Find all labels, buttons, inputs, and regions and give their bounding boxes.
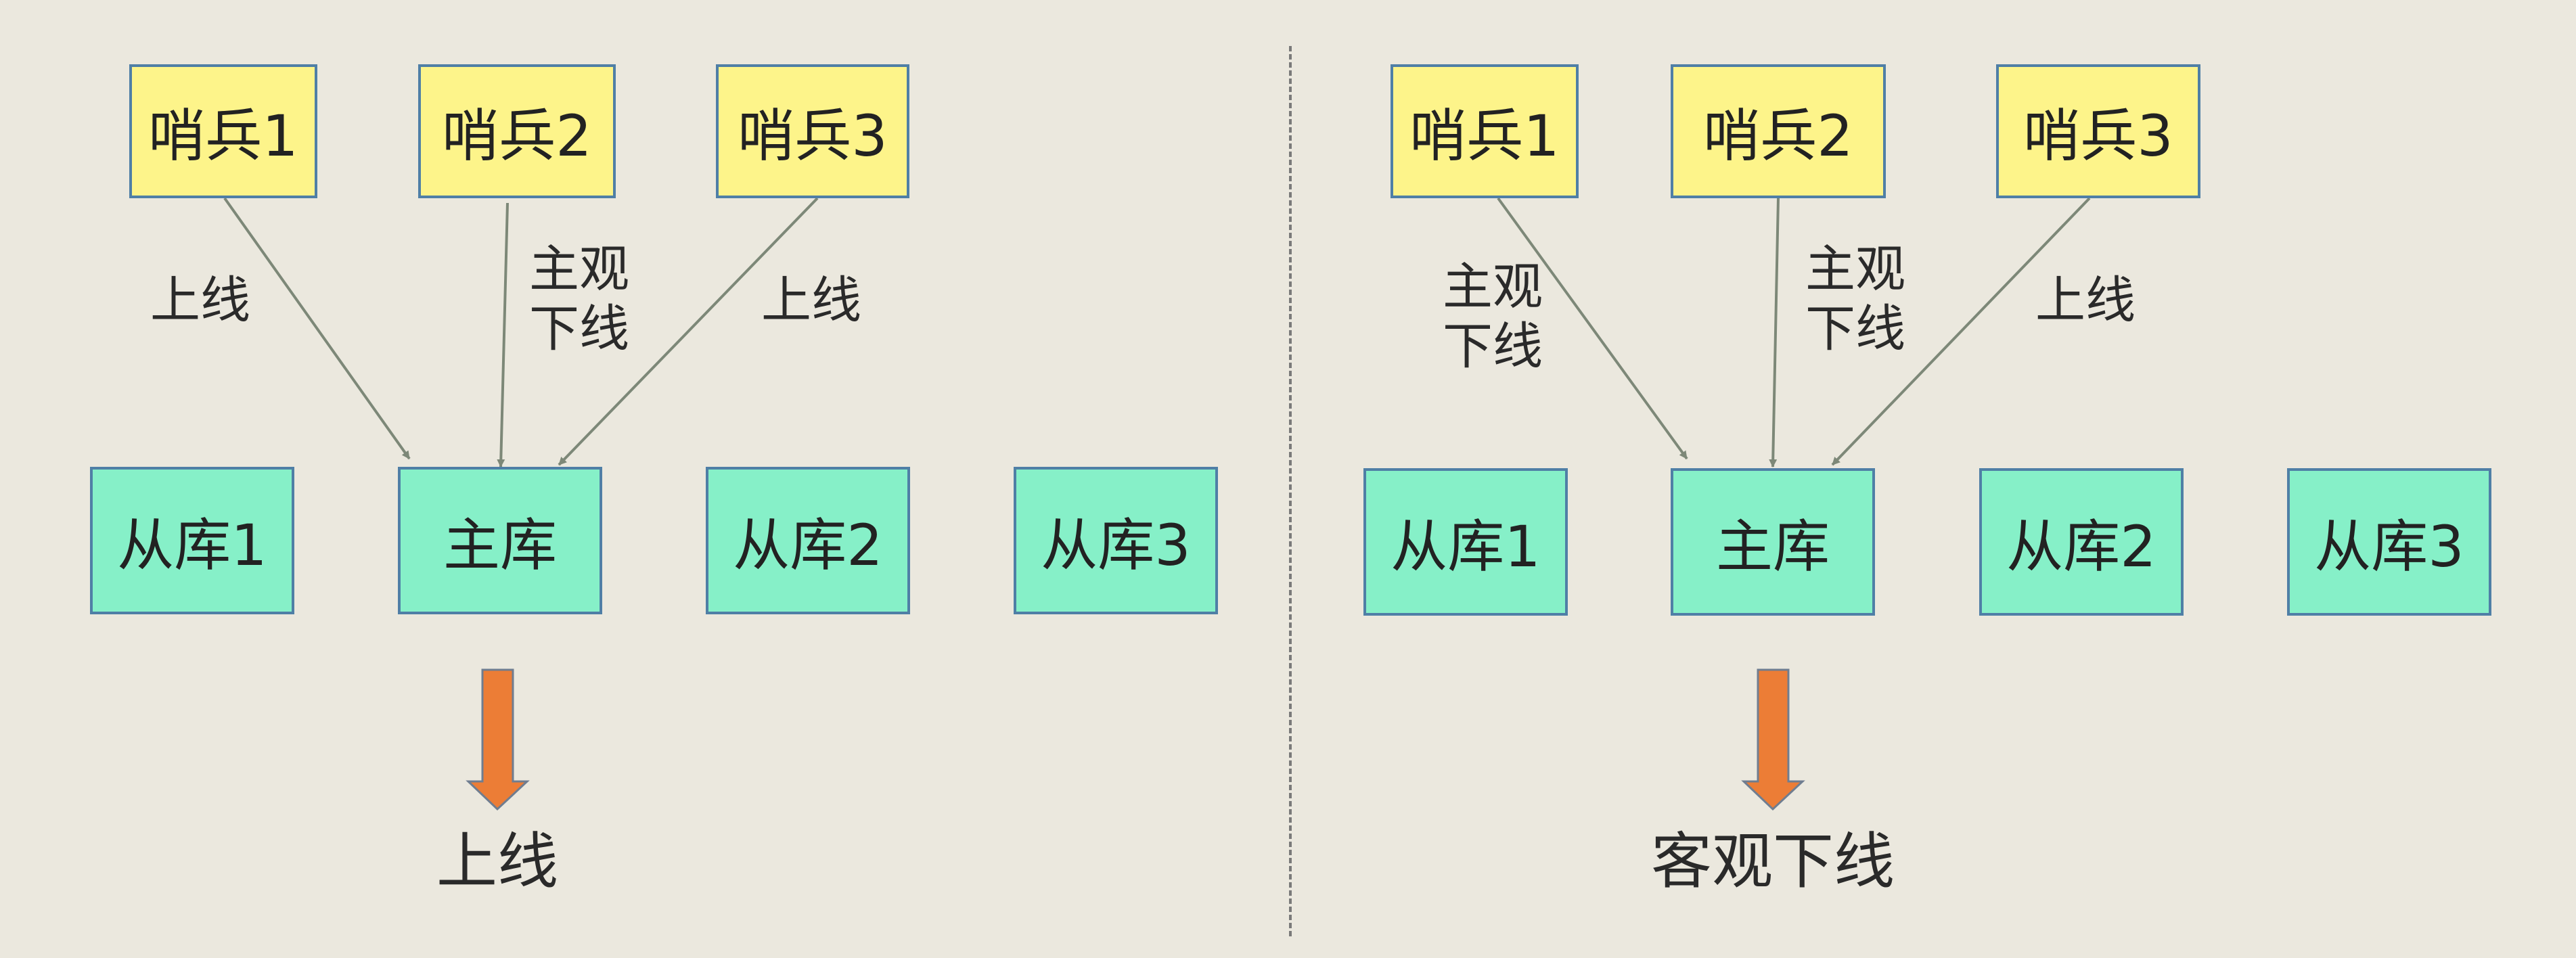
left-master: 主库 [398, 467, 602, 614]
left-arrow-sentinel3-master [558, 197, 819, 466]
left-result-down-arrow [466, 668, 530, 811]
left-edge-label-1: 上线 [150, 271, 250, 329]
left-sentinel-3: 哨兵3 [716, 64, 909, 198]
left-result-label: 上线 [436, 826, 558, 897]
right-sentinel-3: 哨兵3 [1996, 64, 2200, 198]
right-arrow-sentinel2-master [1769, 198, 1780, 467]
right-result-label: 客观下线 [1651, 826, 1895, 897]
right-edge-label-1: 主观 下线 [1443, 258, 1543, 375]
panel-divider [1289, 46, 1292, 936]
right-result-down-arrow [1741, 668, 1805, 811]
left-sentinel-2: 哨兵2 [418, 64, 616, 198]
left-replica-3: 从库3 [1014, 467, 1218, 614]
right-replica-1: 从库1 [1363, 468, 1568, 616]
right-edge-label-2: 主观 下线 [1805, 240, 1905, 358]
left-edge-label-2: 主观 下线 [529, 240, 629, 358]
left-replica-2: 从库2 [706, 467, 910, 614]
left-arrow-sentinel2-master [497, 202, 509, 467]
right-replica-2: 从库2 [1979, 468, 2184, 616]
right-sentinel-1: 哨兵1 [1391, 64, 1579, 198]
right-master: 主库 [1671, 468, 1875, 616]
left-edge-label-3: 上线 [761, 271, 861, 329]
right-arrow-sentinel3-master [1831, 197, 2091, 466]
right-arrow-sentinel1-master [1497, 197, 1688, 460]
left-arrow-sentinel1-master [223, 197, 411, 460]
right-sentinel-2: 哨兵2 [1671, 64, 1886, 198]
right-replica-3: 从库3 [2287, 468, 2491, 616]
left-sentinel-1: 哨兵1 [129, 64, 317, 198]
left-replica-1: 从库1 [90, 467, 294, 614]
right-edge-label-3: 上线 [2035, 271, 2136, 329]
